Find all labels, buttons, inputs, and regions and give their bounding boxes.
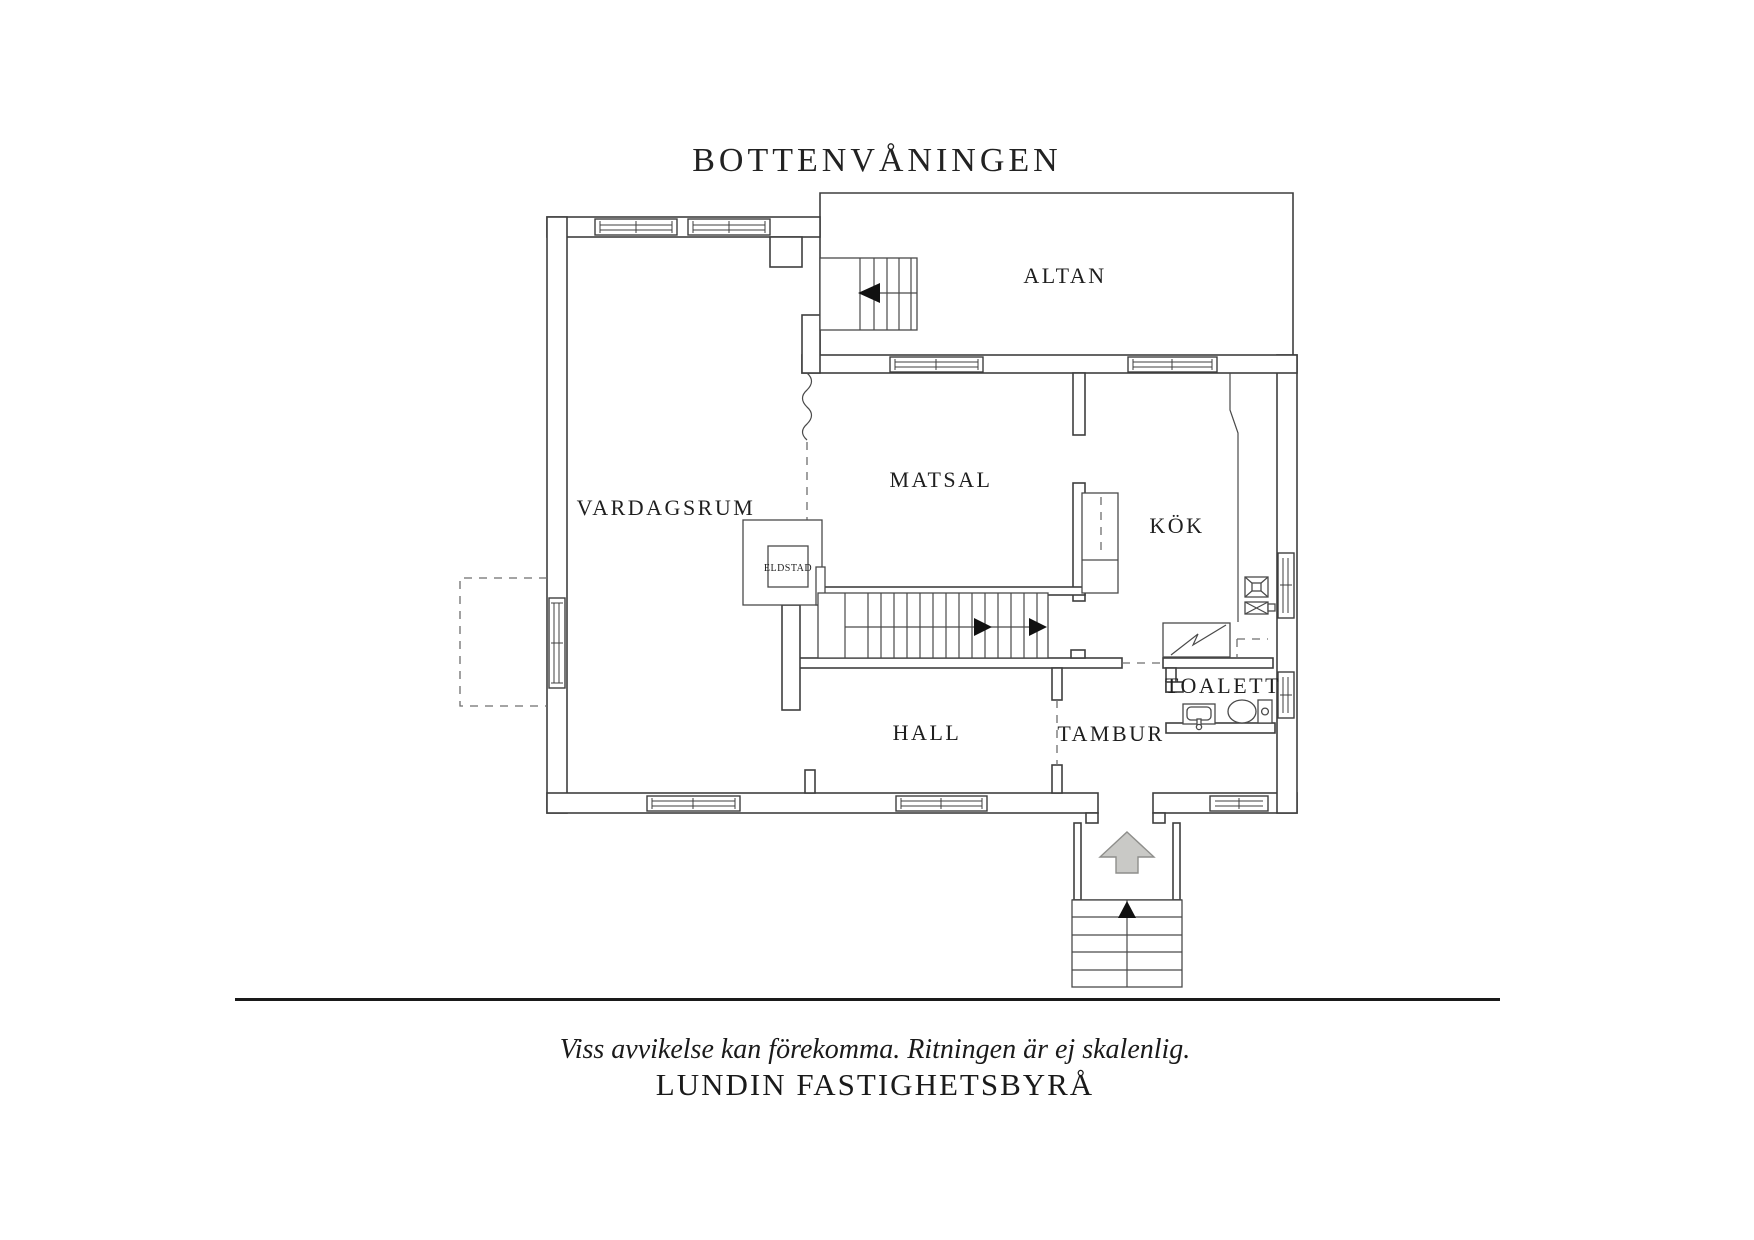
- stove-icon: [1244, 576, 1269, 598]
- entrance-steps: [1071, 899, 1183, 988]
- room-label-kok: KÖK: [1149, 513, 1204, 538]
- wall-hall-stub: [804, 769, 816, 794]
- toilet-icon: [1227, 699, 1273, 724]
- page-title: BOTTENVÅNINGEN: [692, 142, 1062, 179]
- windows: [548, 218, 1295, 812]
- fireplace: ELDSTAD: [742, 519, 826, 606]
- curtain-partition: [801, 372, 813, 441]
- window: [1277, 671, 1295, 719]
- arrow-right-icon: [974, 618, 992, 636]
- kitchen-duct-wall: [1229, 373, 1239, 622]
- wall-toalett-south: [1165, 722, 1276, 734]
- wall-toalett-west-foot: [1165, 681, 1184, 693]
- window: [548, 597, 566, 689]
- footer-disclaimer: Viss avvikelse kan förekomma. Ritningen …: [560, 1034, 1191, 1065]
- room-label-hall: HALL: [893, 720, 962, 745]
- window: [1209, 795, 1269, 812]
- patio-outline: [459, 577, 547, 707]
- footer-rule: [235, 998, 1500, 1001]
- arrow-right-icon: [1029, 618, 1047, 636]
- window: [646, 795, 741, 812]
- wall-south-west: [546, 792, 1099, 814]
- footer-agency: LUNDIN FASTIGHETSBYRÅ: [656, 1067, 1094, 1102]
- main-staircase: [817, 592, 1049, 659]
- dishwasher-icon: [1244, 601, 1276, 615]
- wall-matsal-kok-stub: [1072, 372, 1086, 436]
- window: [1127, 356, 1218, 373]
- room-label-matsal: MATSAL: [889, 467, 992, 492]
- understair-closet: [1162, 622, 1231, 658]
- room-label-toalett: TOALETT: [1165, 673, 1281, 698]
- entrance-arrow-icon: [1098, 831, 1156, 874]
- fireplace-label: ELDSTAD: [764, 563, 812, 574]
- room-label-tambur: TAMBUR: [1057, 721, 1164, 746]
- window: [895, 795, 988, 812]
- sink-icon: [1182, 703, 1216, 731]
- wall-altan-door-jamb-north: [769, 236, 803, 268]
- wall-top-main: [801, 354, 1298, 374]
- door-stop: [1070, 649, 1086, 659]
- window: [1277, 552, 1295, 619]
- window: [889, 356, 984, 373]
- entrance-porch: [1072, 812, 1182, 901]
- wall-toalett-north: [1162, 657, 1274, 669]
- room-label-altan: ALTAN: [1023, 263, 1106, 288]
- window: [594, 218, 678, 236]
- room-label-vardagsrum: VARDAGSRUM: [577, 495, 756, 520]
- wall-west: [546, 216, 568, 814]
- wall-vardagsrum-hall: [781, 604, 801, 711]
- kitchen-counter: [1081, 492, 1119, 594]
- wall-top-west: [546, 216, 821, 238]
- window: [687, 218, 771, 236]
- arrow-up-icon: [1118, 901, 1136, 918]
- slope-zigzag: [1170, 624, 1227, 656]
- wall-tambur-stub-bottom: [1051, 764, 1063, 794]
- arrow-left-icon: [858, 283, 880, 303]
- terrace-staircase: [819, 257, 918, 331]
- wall-altan-door-jamb-south: [801, 314, 821, 374]
- wall-tambur-stub-top: [1051, 667, 1063, 701]
- wall-hall-north: [789, 657, 1123, 669]
